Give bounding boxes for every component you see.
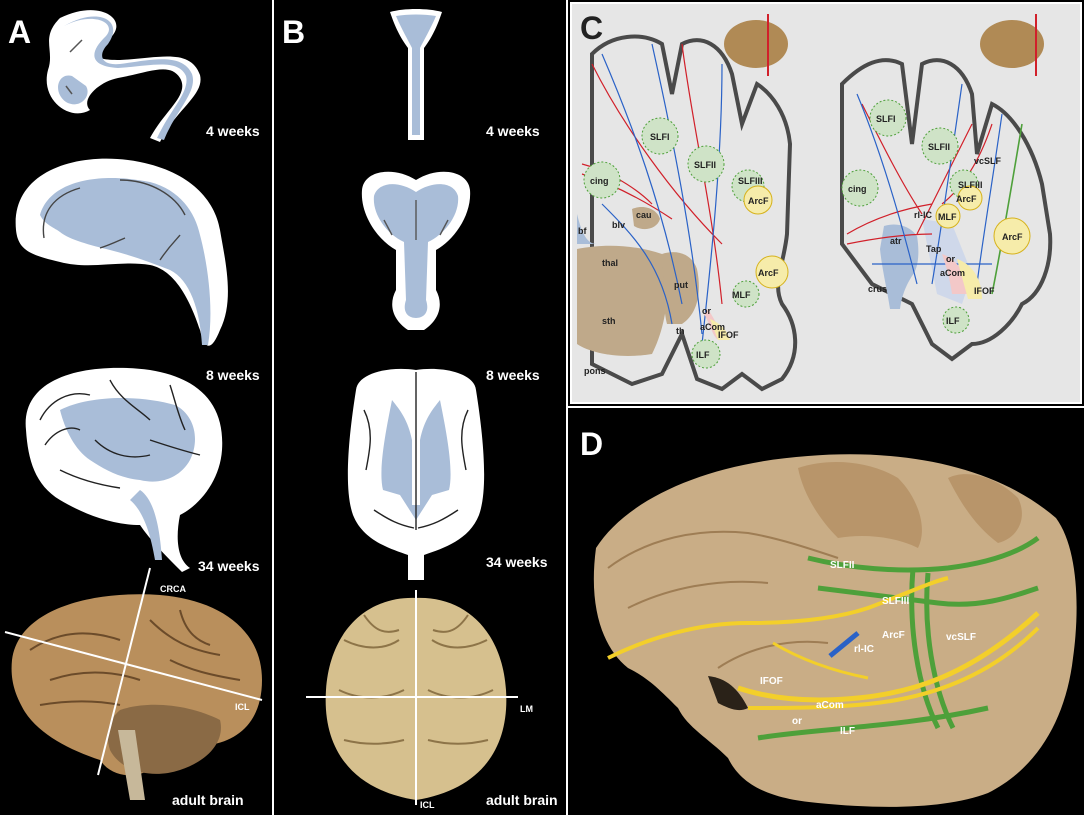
panel-label-c: C: [580, 10, 604, 46]
fetal-brain-34-weeks-lateral: [25, 367, 223, 572]
dissected-hemisphere: [593, 454, 1077, 807]
right-tract-or: or: [946, 254, 955, 264]
panel-a: A 4 weeks 8 weeks: [0, 0, 272, 815]
divider-ab: [272, 0, 274, 815]
right-tract-slfii: SLFII: [928, 142, 950, 152]
left-tract-acom: aCom: [700, 322, 725, 332]
label-slfii: SLFII: [830, 560, 855, 571]
left-structure-put: put: [674, 280, 688, 290]
panel-d: D SLFII SLFIII ArcF rl-IC vcSLF IFOF aCo…: [568, 408, 1084, 815]
label-or: or: [792, 716, 802, 727]
line-label-icl-b: ICL: [420, 800, 435, 810]
embryo-8-weeks-dorsal: [361, 171, 471, 330]
label-vcslf: vcSLF: [946, 632, 976, 643]
panel-label-b: B: [282, 14, 306, 50]
panel-b: B 4 weeks 8 weeks 34 weeks adult brain L…: [274, 0, 566, 815]
left-structure-cing: cing: [590, 176, 609, 186]
right-tract-slfiii: SLFIII: [958, 180, 983, 190]
stage-label-34-weeks-b: 34 weeks: [486, 554, 548, 570]
label-ifof: IFOF: [760, 676, 783, 687]
left-tract-slfii: SLFII: [694, 160, 716, 170]
right-coronal-section: [840, 58, 1053, 362]
label-rl-ic: rl-IC: [854, 644, 874, 655]
right-structure-tap: Tap: [926, 244, 942, 254]
adult-brain-dorsal-photo: [306, 590, 518, 805]
right-tract-arcf: ArcF: [956, 194, 977, 204]
line-label-crca: CRCA: [160, 584, 186, 594]
label-ilf: ILF: [840, 726, 855, 737]
stage-label-adult-brain-b: adult brain: [486, 792, 558, 808]
left-structure-sth: sth: [602, 316, 616, 326]
left-structure-bf: bf: [578, 226, 587, 236]
adult-brain-lateral-photo: [0, 567, 272, 815]
left-tract-or: or: [702, 306, 711, 316]
stage-label-8-weeks: 8 weeks: [206, 367, 260, 383]
right-tract-slfi: SLFI: [876, 114, 896, 124]
left-structure-pons: pons: [584, 366, 606, 376]
line-label-lm: LM: [520, 704, 533, 714]
panel-d-drawing: SLFII SLFIII ArcF rl-IC vcSLF IFOF aCom …: [593, 454, 1077, 807]
right-tract-acom: aCom: [940, 268, 965, 278]
left-structure-cau: cau: [636, 210, 652, 220]
panel-label-d: D: [580, 426, 604, 462]
panel-b-drawing: [306, 9, 518, 805]
left-tract-slfiii: SLFIII: [738, 176, 763, 186]
stage-label-34-weeks: 34 weeks: [198, 558, 260, 574]
stage-label-adult-brain: adult brain: [172, 792, 244, 808]
right-tract-ilf: ILF: [946, 316, 960, 326]
line-label-icl: ICL: [235, 702, 250, 712]
stage-label-4-weeks: 4 weeks: [206, 123, 260, 139]
left-tract-mlf: MLF: [732, 290, 751, 300]
right-structure-cing: cing: [848, 184, 867, 194]
left-tract-arcf: ArcF: [758, 268, 779, 278]
fetal-brain-34-weeks-dorsal: [347, 368, 485, 580]
label-acom: aCom: [816, 700, 844, 711]
right-tract-arcf: ArcF: [1002, 232, 1023, 242]
right-tract-ifof: IFOF: [974, 286, 995, 296]
left-structure-blv: blv: [612, 220, 625, 230]
right-structure-crus: crus: [868, 284, 887, 294]
left-tract-ilf: ILF: [696, 350, 710, 360]
panel-label-a: A: [8, 14, 32, 50]
right-tract-vcslf: vcSLF: [974, 156, 1002, 166]
left-tract-arcf: ArcF: [748, 196, 769, 206]
panel-c: C: [570, 2, 1082, 404]
panel-a-drawing: [0, 10, 272, 815]
label-slfiii: SLFIII: [882, 596, 909, 607]
thumbnail-left-brain: [724, 14, 788, 76]
embryo-4-weeks-dorsal: [390, 9, 442, 140]
label-arcf: ArcF: [882, 630, 905, 641]
embryo-4-weeks-lateral: [46, 10, 201, 142]
left-tract-slfi: SLFI: [650, 132, 670, 142]
thumbnail-right-brain: [980, 14, 1044, 76]
panel-c-drawing: cing bf blv cau thal put sth th pons SLFI SLFII SLF…: [577, 14, 1053, 392]
left-structure-thal: thal: [602, 258, 618, 268]
left-coronal-section: [577, 34, 798, 392]
right-tract-rl-ic: rl-IC: [914, 210, 933, 220]
right-tract-mlf: MLF: [938, 212, 957, 222]
left-tract-ifof: IFOF: [718, 330, 739, 340]
stage-label-8-weeks-b: 8 weeks: [486, 367, 540, 383]
divider-cd: [566, 406, 1084, 408]
right-structure-atr: atr: [890, 236, 902, 246]
stage-label-4-weeks-b: 4 weeks: [486, 123, 540, 139]
embryo-8-weeks-lateral: [15, 158, 228, 346]
left-structure-th: th: [676, 326, 685, 336]
